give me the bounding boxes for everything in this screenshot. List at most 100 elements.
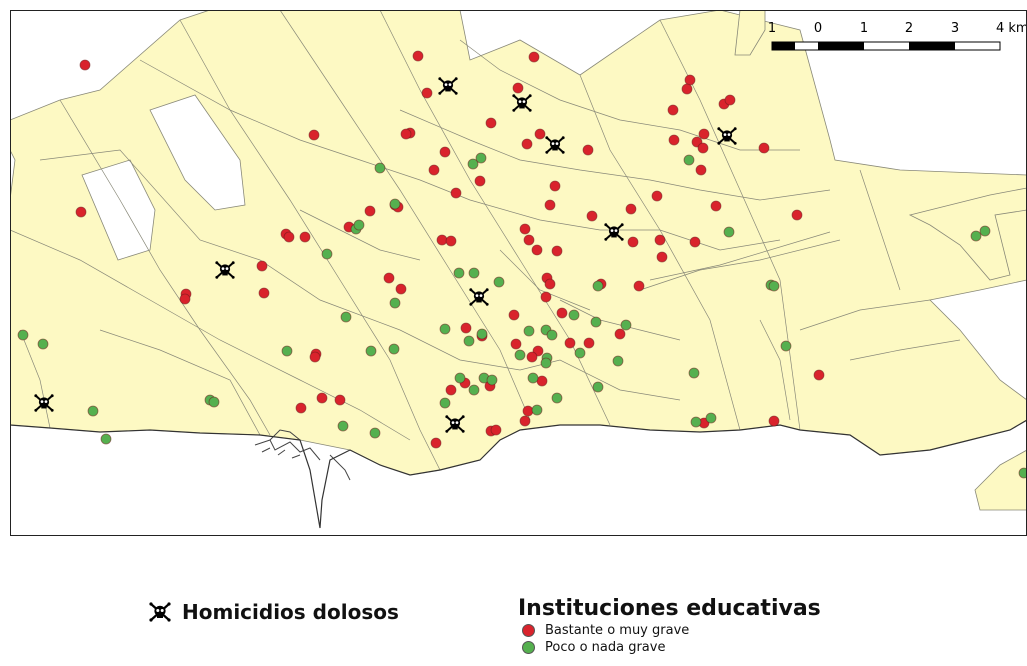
institution-serious-dot (430, 437, 442, 449)
institution-not-serious-dot (439, 397, 451, 409)
institution-serious-dot (283, 231, 295, 243)
institution-not-serious-dot (463, 335, 475, 347)
institution-serious-dot (412, 50, 424, 62)
institution-serious-dot (540, 291, 552, 303)
institution-serious-dot (450, 187, 462, 199)
institution-not-serious-dot (337, 420, 349, 432)
institution-serious-dot (531, 244, 543, 256)
institution-not-serious-dot (531, 404, 543, 416)
boundary-line (659, 19, 801, 431)
boundary-line (10, 229, 411, 441)
institution-serious-dot (526, 351, 538, 363)
institution-serious-dot (395, 283, 407, 295)
boundary-line (649, 231, 831, 281)
boundary-line (499, 249, 591, 311)
institution-not-serious-dot (705, 412, 717, 424)
institution-not-serious-dot (493, 276, 505, 288)
scale-bar-segment (772, 42, 795, 50)
institutions-not-serious-layer (17, 152, 1027, 479)
institution-serious-dot (689, 236, 701, 248)
institution-serious-dot (698, 128, 710, 140)
legend-instituciones: Instituciones educativas Bastante o muy … (518, 596, 821, 655)
institution-serious-dot (258, 287, 270, 299)
scale-label: 4 km (996, 21, 1027, 36)
institution-serious-dot (681, 83, 693, 95)
institution-not-serious-dot (369, 427, 381, 439)
institution-serious-dot (460, 322, 472, 334)
scale-label: 2 (905, 21, 913, 36)
institution-serious-dot (383, 272, 395, 284)
institution-serious-dot (768, 415, 780, 427)
legend-homicidios-title: Homicidios dolosos (182, 600, 399, 624)
institution-not-serious-dot (527, 372, 539, 384)
institution-serious-dot (656, 251, 668, 263)
institution-serious-dot (295, 402, 307, 414)
institutions-serious-layer (75, 50, 825, 449)
institution-not-serious-dot (37, 338, 49, 350)
boundary-line (859, 169, 901, 291)
institution-not-serious-dot (321, 248, 333, 260)
institution-not-serious-dot (374, 162, 386, 174)
institution-serious-dot (528, 51, 540, 63)
institution-serious-dot (813, 369, 825, 381)
institution-not-serious-dot (780, 340, 792, 352)
legend-item-label: Poco o nada grave (545, 640, 666, 655)
institution-serious-dot (758, 142, 770, 154)
institution-not-serious-dot (439, 323, 451, 335)
institution-not-serious-dot (592, 381, 604, 393)
map-frame: 1 0 1 2 3 4 km (10, 10, 1027, 536)
institution-serious-dot (75, 206, 87, 218)
institution-serious-dot (519, 415, 531, 427)
institution-serious-dot (299, 231, 311, 243)
scale-bar: 1 0 1 2 3 4 km (768, 21, 1027, 51)
institution-serious-dot (667, 104, 679, 116)
institution-not-serious-dot (208, 396, 220, 408)
institution-serious-dot (544, 278, 556, 290)
boundary-line (559, 299, 681, 341)
institution-not-serious-dot (768, 280, 780, 292)
institution-serious-dot (334, 394, 346, 406)
institution-not-serious-dot (683, 154, 695, 166)
institution-serious-dot (614, 328, 626, 340)
skull-crossbones-icon (148, 601, 172, 623)
scale-label: 1 (860, 21, 868, 36)
scale-bar-outline (771, 41, 1001, 51)
institution-not-serious-dot (340, 311, 352, 323)
boundary-line (399, 109, 831, 201)
institution-serious-dot (625, 203, 637, 215)
institution-serious-dot (309, 351, 321, 363)
institution-serious-dot (627, 236, 639, 248)
institution-serious-dot (519, 223, 531, 235)
institution-serious-dot (421, 87, 433, 99)
institution-serious-dot (654, 234, 666, 246)
scale-bar-segment (909, 42, 955, 50)
boundary-line (459, 39, 800, 151)
institution-not-serious-dot (454, 372, 466, 384)
institution-not-serious-dot (523, 325, 535, 337)
institution-serious-dot (544, 199, 556, 211)
red-dot-icon (522, 624, 535, 637)
institution-not-serious-dot (551, 392, 563, 404)
institution-not-serious-dot (540, 357, 552, 369)
institution-serious-dot (445, 384, 457, 396)
institution-not-serious-dot (590, 316, 602, 328)
scale-label: 3 (951, 21, 959, 36)
institution-serious-dot (556, 307, 568, 319)
institution-not-serious-dot (1018, 467, 1027, 479)
scale-label: 1 (768, 21, 776, 36)
institution-serious-dot (521, 138, 533, 150)
institution-serious-dot (522, 405, 534, 417)
institution-serious-dot (534, 128, 546, 140)
institution-not-serious-dot (388, 343, 400, 355)
institution-serious-dot (364, 205, 376, 217)
institution-serious-dot (474, 175, 486, 187)
institution-not-serious-dot (620, 319, 632, 331)
institution-not-serious-dot (476, 328, 488, 340)
legend-instituciones-title: Instituciones educativas (518, 596, 821, 621)
institution-not-serious-dot (475, 152, 487, 164)
institution-not-serious-dot (365, 345, 377, 357)
institution-not-serious-dot (468, 267, 480, 279)
institution-serious-dot (308, 129, 320, 141)
boundary-line (799, 299, 931, 331)
institution-not-serious-dot (468, 384, 480, 396)
